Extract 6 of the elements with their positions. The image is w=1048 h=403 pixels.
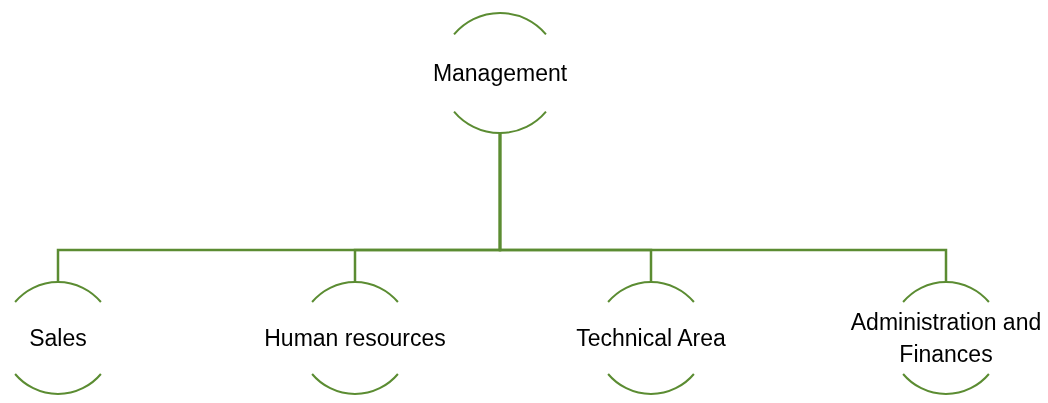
unit-label: Technical Area (575, 324, 727, 353)
connector-line (498, 133, 948, 282)
unit-label: Management (431, 59, 569, 88)
unit-label: Administration and Finances (849, 308, 1043, 369)
unit-label: Human resources (263, 324, 447, 353)
unit-label: Sales (28, 324, 88, 353)
